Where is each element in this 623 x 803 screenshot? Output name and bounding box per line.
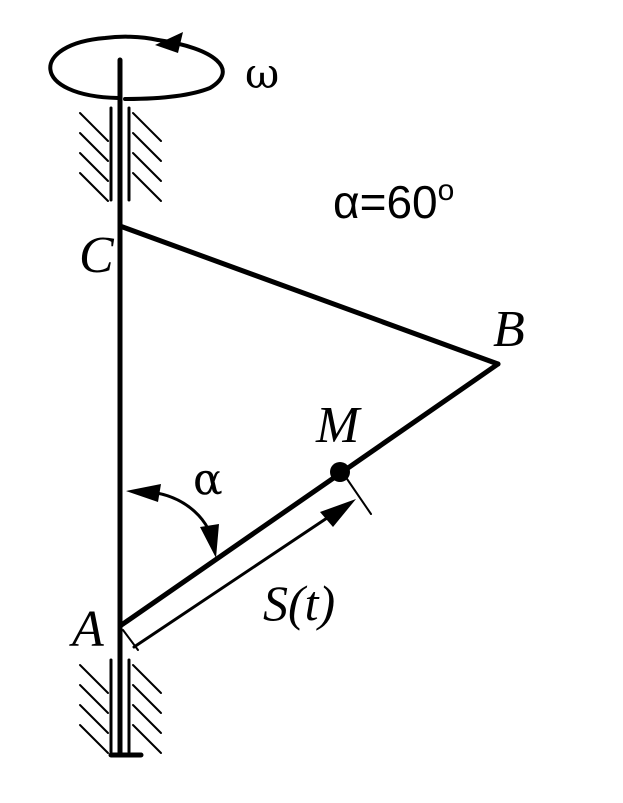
- point-c-label: C: [79, 227, 115, 284]
- alpha-equation-label: α=60o: [333, 174, 454, 228]
- rotation-arrow-icon: [48, 32, 225, 101]
- tick-at-m: [344, 475, 372, 515]
- arc-length-label: S(t): [263, 575, 335, 631]
- lower-bearing: [79, 658, 162, 758]
- point-a-label: A: [69, 601, 104, 658]
- arc-length-arrow: [132, 499, 356, 649]
- rod-ab: [117, 361, 501, 629]
- omega-label: ω: [245, 49, 279, 98]
- upper-bearing: [79, 106, 162, 202]
- rod-cb: [117, 223, 501, 367]
- angle-alpha-arc: [126, 484, 219, 558]
- point-m-label: M: [315, 397, 362, 454]
- point-b-label: B: [493, 301, 525, 358]
- degree-sign: o: [438, 174, 455, 207]
- alpha-equation-value: α=60: [333, 176, 438, 228]
- angle-alpha-label: α: [193, 454, 223, 505]
